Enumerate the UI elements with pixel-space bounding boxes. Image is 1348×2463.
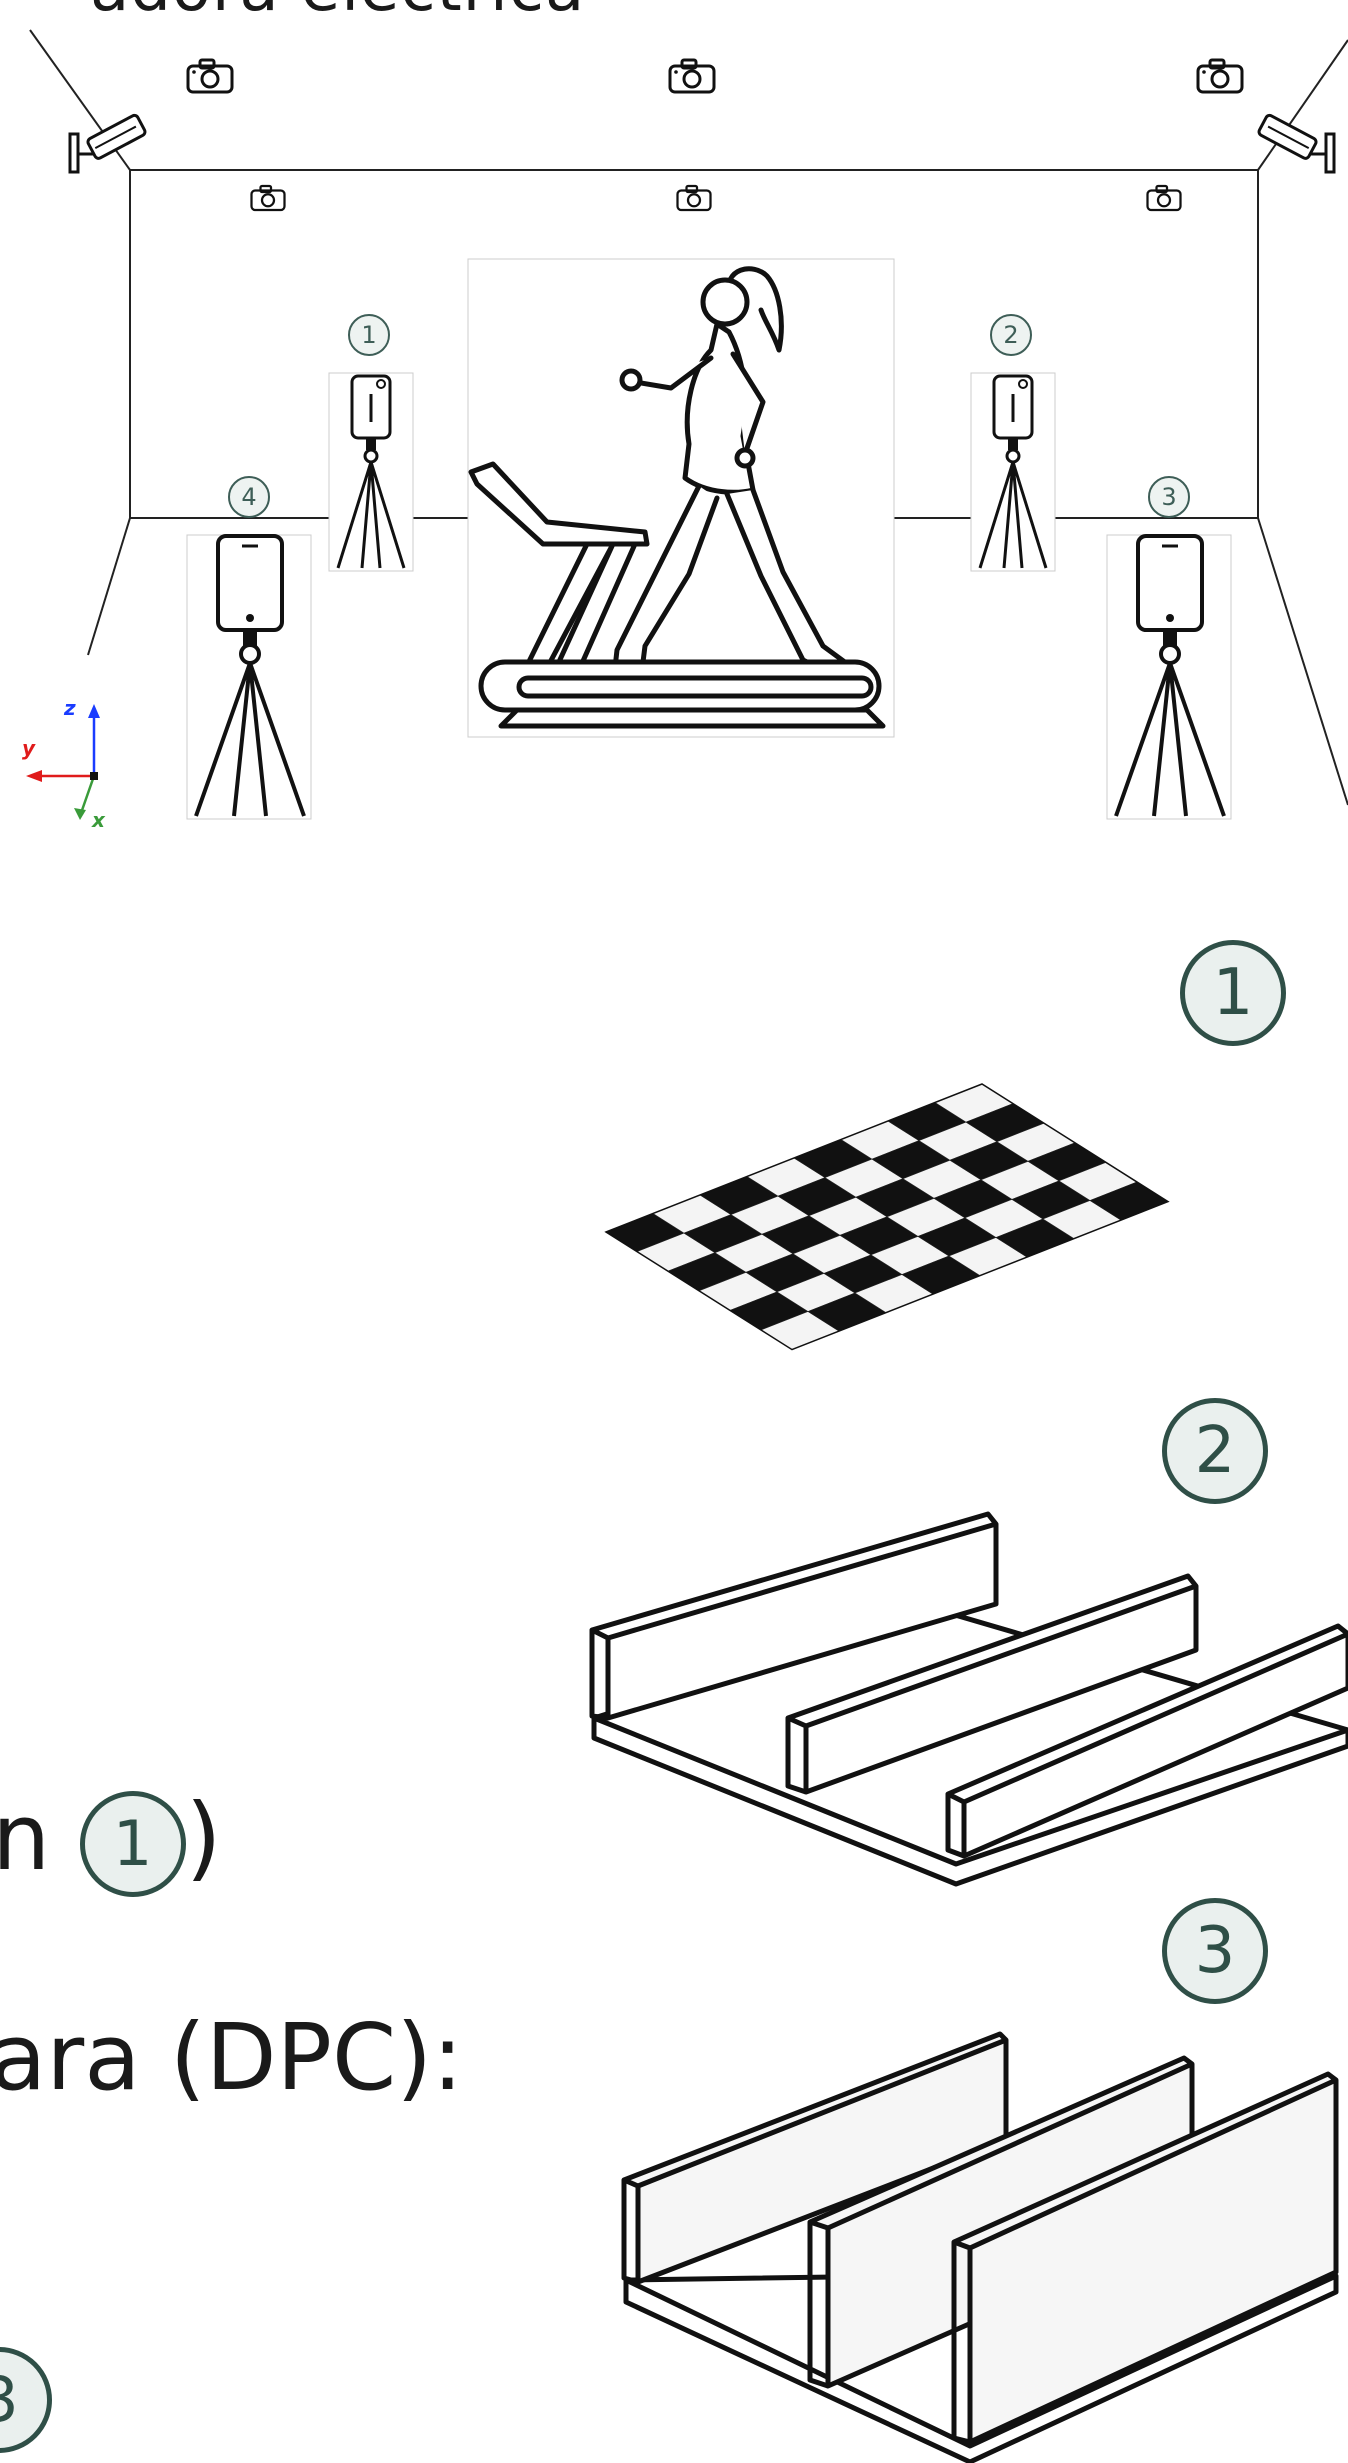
security-camera-icon	[1256, 112, 1336, 182]
camera-icon	[250, 184, 286, 212]
legend-badge-2: 2	[1162, 1398, 1268, 1504]
single-channel-support-icon	[588, 1500, 1348, 1890]
axis-label-y: y	[22, 736, 35, 760]
badge-3: 3	[1148, 476, 1190, 518]
tripod-icon	[1106, 534, 1232, 820]
legend-badge-3: 3	[1162, 1898, 1268, 2004]
camera-icon	[1146, 184, 1182, 212]
treadmill-icon	[467, 258, 895, 738]
camera-icon	[1196, 58, 1244, 94]
axis-label-z: z	[64, 696, 76, 720]
camera-icon	[186, 58, 234, 94]
text-line-1-prefix: n	[0, 1784, 50, 1891]
security-camera-icon	[68, 112, 148, 182]
badge-4: 4	[228, 476, 270, 518]
legend-badge-1: 1	[1180, 940, 1286, 1046]
camera-icon	[676, 184, 712, 212]
axis-label-x: x	[92, 808, 105, 832]
inline-badge-1: 1	[80, 1791, 186, 1897]
badge-2: 2	[990, 314, 1032, 356]
camera-icon	[668, 58, 716, 94]
tripod-icon	[186, 534, 312, 820]
text-line-2: ara (DPC):	[0, 2004, 463, 2111]
text-line-1: n 1)	[0, 1784, 221, 1897]
inline-badge-3: 3	[0, 2347, 52, 2453]
double-channel-support-icon	[620, 2010, 1340, 2460]
text-line-1-suffix: )	[186, 1784, 222, 1891]
tripod-icon	[328, 372, 414, 572]
checkerboard-calibration-icon	[600, 1040, 1348, 1400]
text-line-3: 3	[0, 2340, 52, 2453]
badge-1: 1	[348, 314, 390, 356]
tripod-icon	[970, 372, 1056, 572]
